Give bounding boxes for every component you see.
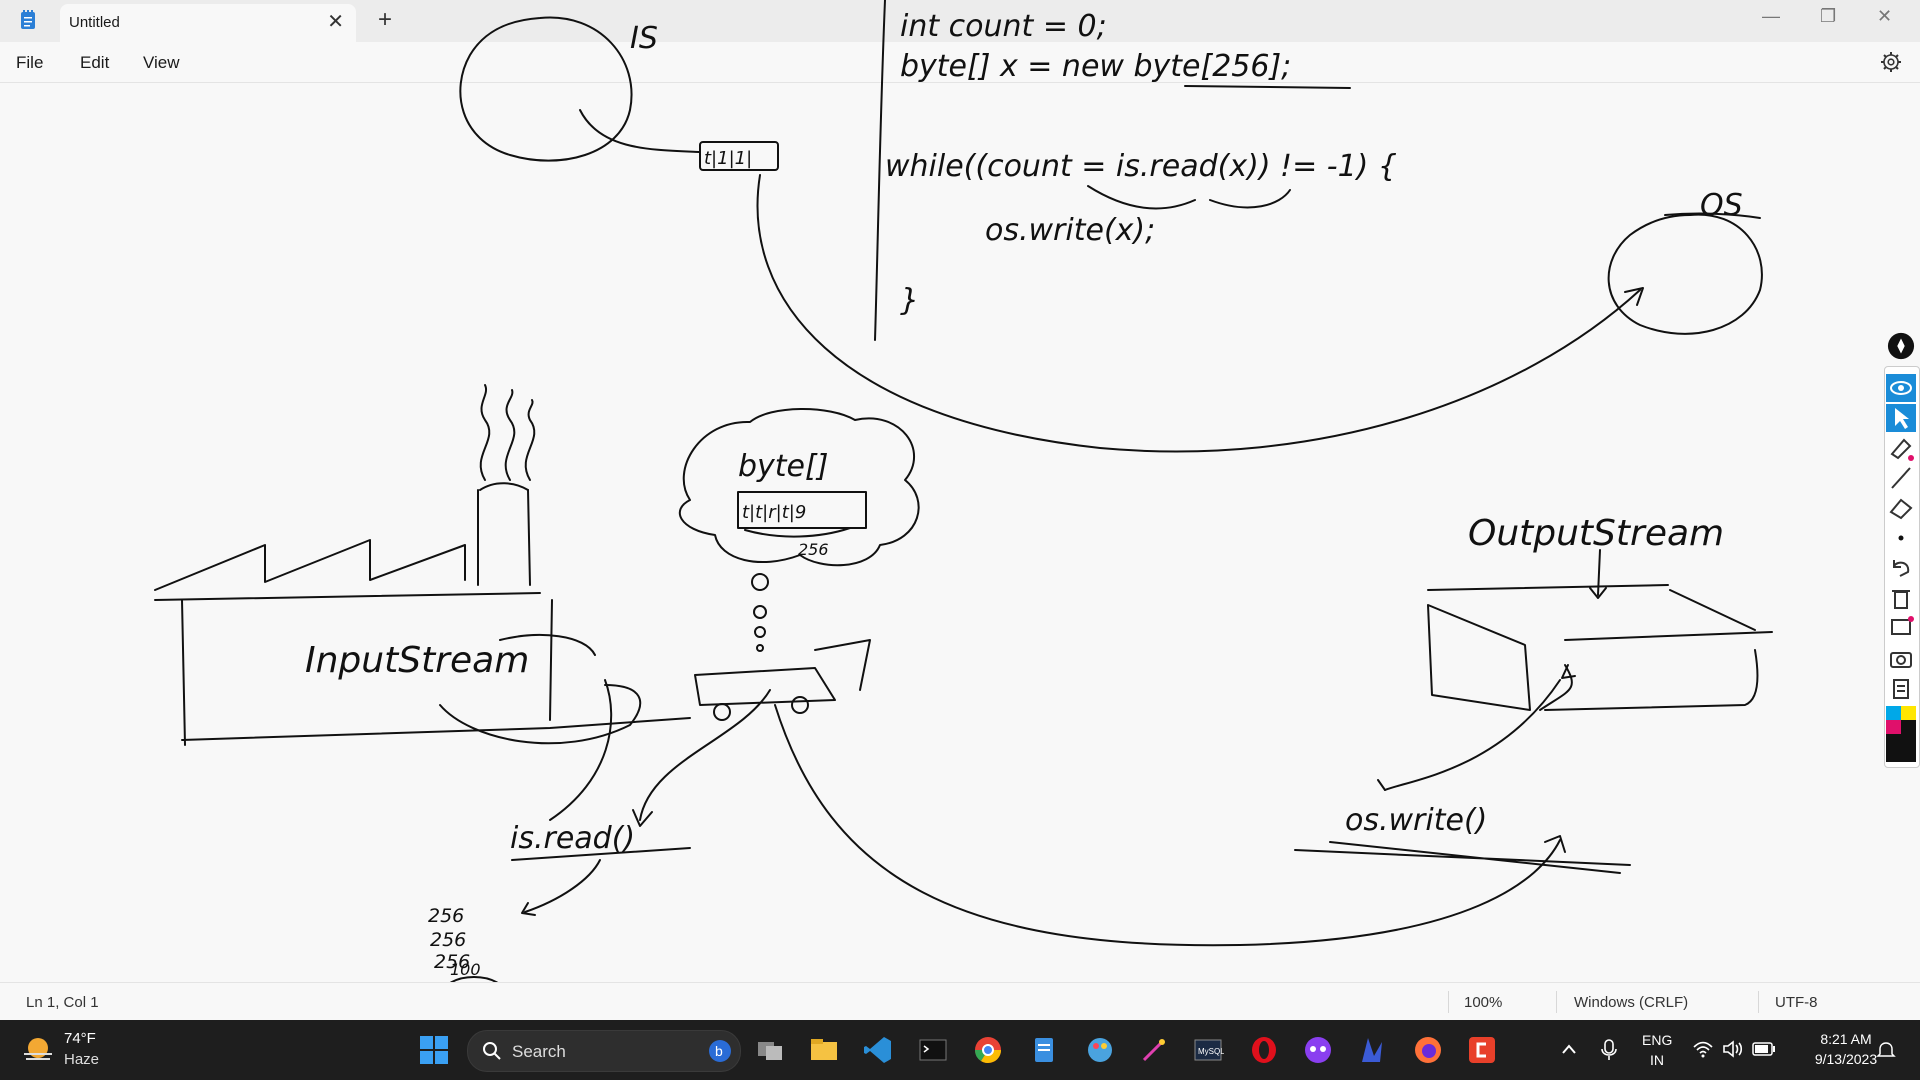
taskbar-search[interactable]: Search b: [467, 1030, 741, 1072]
language-code[interactable]: ENG: [1642, 1032, 1673, 1048]
count-3: 256: [434, 951, 470, 973]
notification-bell-icon[interactable]: [1876, 1040, 1896, 1060]
opera-icon[interactable]: [1248, 1034, 1280, 1066]
menu-file[interactable]: File: [16, 53, 44, 72]
output-stream-label: OutputStream: [1468, 513, 1724, 554]
svg-text:b: b: [715, 1043, 723, 1059]
notepad-taskbar-icon[interactable]: [1028, 1034, 1060, 1066]
mask-app-icon[interactable]: [1302, 1034, 1334, 1066]
menu-view[interactable]: View: [143, 53, 180, 72]
eraser-icon[interactable]: [1886, 494, 1916, 522]
vscode-icon[interactable]: [862, 1034, 894, 1066]
is-read-label: is.read(): [510, 821, 635, 856]
count-2: 256: [430, 929, 466, 951]
undo-icon[interactable]: [1886, 554, 1916, 582]
notepad-icon: [21, 10, 35, 29]
whiteboard-icon[interactable]: [1886, 614, 1916, 642]
volume-icon[interactable]: [1722, 1040, 1744, 1058]
cursor-arrow-icon[interactable]: [1886, 404, 1916, 432]
encoding[interactable]: UTF-8: [1775, 994, 1818, 1011]
delete-trash-icon[interactable]: [1886, 584, 1916, 612]
wifi-icon[interactable]: [1692, 1040, 1714, 1058]
ink-toolbar: [1884, 330, 1920, 768]
menu-bar: File Edit View: [0, 42, 1920, 83]
dot-size-icon[interactable]: [1886, 524, 1916, 552]
size-256-label: 256: [798, 540, 829, 559]
factory-roof: [154, 539, 466, 591]
factory-body: [181, 599, 691, 746]
highlighter-icon[interactable]: [1886, 434, 1916, 462]
title-bar: Untitled ✕ + — ❐ ✕: [0, 0, 1920, 42]
visibility-eye-icon[interactable]: [1886, 374, 1916, 402]
byte-cells-label: t|t|r|t|9: [742, 502, 806, 523]
bing-icon[interactable]: b: [708, 1039, 732, 1063]
microphone-icon[interactable]: [1600, 1038, 1618, 1062]
clock-date[interactable]: 9/13/2023: [1814, 1051, 1878, 1067]
code-line-3: while((count = is.read(x)) != -1) {: [885, 149, 1397, 184]
battery-icon[interactable]: [1752, 1042, 1776, 1056]
status-bar: Ln 1, Col 1 100% Windows (CRLF) UTF-8: [0, 982, 1920, 1021]
weather-description[interactable]: Haze: [64, 1051, 100, 1068]
search-placeholder: Search: [512, 1042, 566, 1061]
os-circle: [1607, 213, 1763, 335]
os-label: OS: [1700, 188, 1743, 223]
output-stream-body: [1427, 584, 1773, 641]
terminal-icon[interactable]: [917, 1034, 949, 1066]
mysql-workbench-icon[interactable]: MySQL: [1192, 1034, 1224, 1066]
code-line-4: os.write(x);: [985, 213, 1155, 248]
color-palette-icon[interactable]: [1886, 706, 1916, 762]
chevron-up-icon[interactable]: [1560, 1042, 1578, 1056]
count-4: 100: [450, 960, 481, 979]
line-ending[interactable]: Windows (CRLF): [1574, 994, 1689, 1011]
clipboard-icon[interactable]: [1886, 674, 1916, 702]
windows-start-icon[interactable]: [418, 1034, 450, 1066]
tab-title: Untitled: [69, 14, 120, 31]
new-tab-button[interactable]: +: [378, 6, 393, 33]
byte-array-label: byte[]: [738, 449, 828, 484]
code-line-5: }: [900, 283, 919, 318]
svg-text:MySQL: MySQL: [1198, 1047, 1224, 1056]
pen-tool-icon[interactable]: [1138, 1034, 1170, 1066]
language-region[interactable]: IN: [1650, 1052, 1664, 1068]
minimize-button[interactable]: —: [1762, 6, 1780, 26]
buffer-box: [699, 141, 779, 171]
task-view-icon[interactable]: [754, 1034, 786, 1066]
maximize-button[interactable]: ❐: [1820, 6, 1837, 26]
weather-temperature[interactable]: 74°F: [64, 1030, 96, 1047]
byte-array-cloud: [678, 408, 920, 567]
zoom-level[interactable]: 100%: [1464, 994, 1503, 1011]
pen-icon[interactable]: [1886, 464, 1916, 492]
search-icon: [483, 1042, 501, 1060]
camera-icon[interactable]: [1886, 644, 1916, 672]
file-explorer-icon[interactable]: [808, 1034, 840, 1066]
paint-icon[interactable]: [1084, 1034, 1116, 1066]
count-1: 256: [428, 905, 464, 927]
pen-logo-icon[interactable]: [1886, 332, 1916, 360]
os-write-label: os.write(): [1345, 803, 1487, 838]
cursor-position: Ln 1, Col 1: [26, 994, 99, 1011]
buffer-label: t|1|1|: [704, 148, 752, 169]
chrome-icon[interactable]: [972, 1034, 1004, 1066]
input-stream-label: InputStream: [305, 640, 529, 681]
close-window-button[interactable]: ✕: [1877, 6, 1893, 26]
clock-time[interactable]: 8:21 AM: [1820, 1031, 1872, 1047]
red-app-icon[interactable]: [1466, 1034, 1498, 1066]
tab-untitled[interactable]: Untitled ✕: [60, 4, 356, 42]
taskbar: 74°F Haze Search b MySQL ENG IN 8:21 AM …: [0, 1020, 1920, 1080]
firefox-icon[interactable]: [1412, 1034, 1444, 1066]
close-tab-icon[interactable]: ✕: [327, 11, 344, 33]
settings-gear-icon[interactable]: [1880, 51, 1902, 73]
game-app-icon[interactable]: [1356, 1034, 1388, 1066]
weather-haze-icon[interactable]: [20, 1034, 56, 1066]
menu-edit[interactable]: Edit: [80, 53, 110, 72]
